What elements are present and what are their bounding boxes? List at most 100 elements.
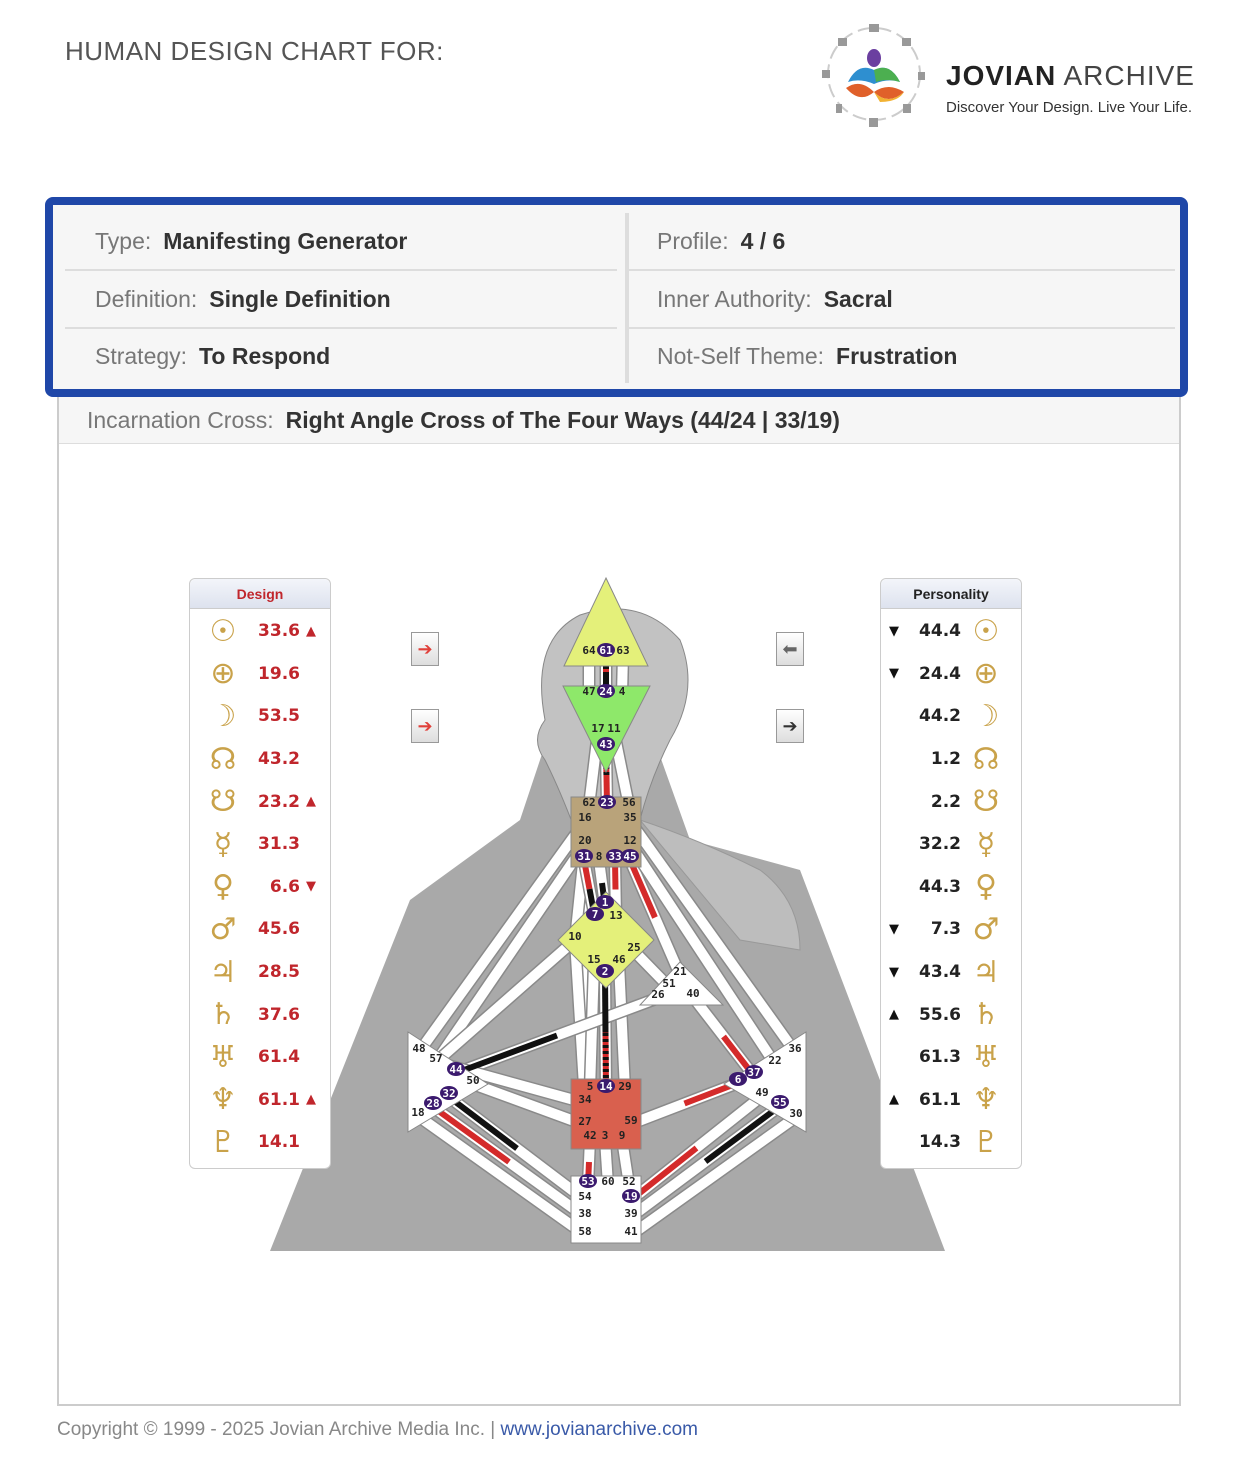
channel-12-22 — [625, 841, 780, 1067]
sun-arrow-icon: ▼ — [889, 623, 899, 639]
brand-bold: JOVIAN — [946, 60, 1057, 91]
page-title: HUMAN DESIGN CHART FOR: — [65, 36, 444, 66]
gate-55[interactable]: 55 — [773, 1096, 786, 1109]
gate-33[interactable]: 33 — [608, 850, 621, 863]
gate-3[interactable]: 3 — [602, 1129, 609, 1142]
gate-35[interactable]: 35 — [623, 811, 636, 824]
gate-63[interactable]: 63 — [616, 644, 629, 657]
gate-8[interactable]: 8 — [596, 850, 603, 863]
gate-61[interactable]: 61 — [599, 644, 613, 657]
design-variable-arrow-icon[interactable]: ➔ — [411, 709, 439, 743]
gate-22[interactable]: 22 — [768, 1054, 781, 1067]
venus-value: 6.6 — [269, 876, 300, 897]
gate-19[interactable]: 19 — [624, 1190, 637, 1203]
gate-64[interactable]: 64 — [582, 644, 596, 657]
south-node-value: 23.2 — [258, 791, 300, 812]
gate-17[interactable]: 17 — [591, 722, 604, 735]
authority-label: Inner Authority: — [657, 285, 812, 312]
gate-50[interactable]: 50 — [466, 1074, 479, 1087]
gate-46[interactable]: 46 — [612, 953, 626, 966]
gate-21[interactable]: 21 — [673, 965, 687, 978]
strategy-row: Strategy:To Respond — [65, 329, 617, 383]
gate-43[interactable]: 43 — [599, 738, 612, 751]
gate-27[interactable]: 27 — [578, 1115, 591, 1128]
profile-value: 4 / 6 — [740, 227, 786, 254]
pluto-icon: ♇ — [209, 1124, 237, 1160]
gate-36[interactable]: 36 — [788, 1042, 802, 1055]
gate-37[interactable]: 37 — [747, 1066, 760, 1079]
gate-14[interactable]: 14 — [599, 1080, 613, 1093]
gate-52[interactable]: 52 — [622, 1175, 635, 1188]
gate-59[interactable]: 59 — [624, 1114, 637, 1127]
gate-58[interactable]: 58 — [578, 1225, 591, 1238]
gate-1[interactable]: 1 — [602, 896, 609, 909]
gate-31[interactable]: 31 — [577, 850, 591, 863]
head-center — [563, 576, 649, 667]
brand-name: JOVIAN ARCHIVE — [946, 60, 1195, 92]
gate-42[interactable]: 42 — [583, 1129, 596, 1142]
heart-center — [638, 961, 725, 1006]
gate-40[interactable]: 40 — [686, 987, 699, 1000]
gate-51[interactable]: 51 — [662, 977, 676, 990]
gate-47[interactable]: 47 — [582, 685, 595, 698]
gate-7[interactable]: 7 — [592, 908, 599, 921]
website-link[interactable]: www.jovianarchive.com — [500, 1419, 698, 1440]
saturn-value: 37.6 — [258, 1004, 300, 1025]
gate-28[interactable]: 28 — [426, 1097, 439, 1110]
gate-49[interactable]: 49 — [755, 1086, 768, 1099]
gate-56[interactable]: 56 — [622, 796, 636, 809]
gate-54[interactable]: 54 — [578, 1190, 592, 1203]
gate-25[interactable]: 25 — [627, 941, 640, 954]
gate-32-active-marker — [440, 1086, 458, 1100]
gate-6-active-marker — [729, 1072, 747, 1086]
gate-45[interactable]: 45 — [623, 850, 636, 863]
gate-39[interactable]: 39 — [624, 1207, 637, 1220]
gate-13[interactable]: 13 — [609, 909, 622, 922]
gate-57[interactable]: 57 — [429, 1052, 442, 1065]
gate-10[interactable]: 10 — [568, 930, 581, 943]
gate-15[interactable]: 15 — [587, 953, 600, 966]
design-row-north-node: ☊43.2 — [190, 738, 330, 781]
design-row-saturn: ♄ 37.6 — [190, 993, 330, 1036]
channel-30-41 — [628, 1112, 799, 1240]
gate-38[interactable]: 38 — [578, 1207, 591, 1220]
design-row-uranus: ♅61.4 — [190, 1036, 330, 1079]
gate-20[interactable]: 20 — [578, 834, 591, 847]
gate-48[interactable]: 48 — [412, 1042, 425, 1055]
gate-11[interactable]: 11 — [607, 722, 621, 735]
gate-53-active-marker — [579, 1174, 597, 1188]
gate-29[interactable]: 29 — [618, 1080, 631, 1093]
notself-label: Not-Self Theme: — [657, 342, 825, 369]
personality-row-earth: ▼24.4⊕ — [881, 653, 1021, 696]
neptune-value: 61.1 — [258, 1089, 300, 1110]
gate-5[interactable]: 5 — [587, 1080, 594, 1093]
gate-37-active-marker — [745, 1065, 763, 1079]
gate-7-active-marker — [586, 907, 604, 921]
design-next-arrow-icon[interactable]: ➔ — [411, 632, 439, 666]
gate-12[interactable]: 12 — [623, 834, 636, 847]
saturn-icon: ♄ — [209, 997, 237, 1033]
gate-32[interactable]: 32 — [442, 1087, 455, 1100]
gate-60[interactable]: 60 — [601, 1175, 614, 1188]
gate-34[interactable]: 34 — [578, 1093, 592, 1106]
personality-left-arrow-icon[interactable]: ⬅ — [776, 632, 804, 666]
gate-26[interactable]: 26 — [651, 988, 665, 1001]
gate-44[interactable]: 44 — [449, 1063, 463, 1076]
gate-9[interactable]: 9 — [619, 1129, 626, 1142]
gate-53[interactable]: 53 — [581, 1175, 594, 1188]
gate-24[interactable]: 24 — [599, 685, 613, 698]
gate-18[interactable]: 18 — [411, 1106, 424, 1119]
gate-4[interactable]: 4 — [619, 685, 626, 698]
earth-value: 19.6 — [258, 663, 300, 684]
personality-right-arrow-icon[interactable]: ➔ — [776, 709, 804, 743]
gate-62[interactable]: 62 — [582, 796, 595, 809]
gate-30[interactable]: 30 — [789, 1107, 802, 1120]
gate-41[interactable]: 41 — [624, 1225, 638, 1238]
channel-35-36 — [625, 818, 800, 1055]
gate-16[interactable]: 16 — [578, 811, 592, 824]
design-row-neptune: ♆61.1▲ — [190, 1079, 330, 1122]
personality-row-north-node: 1.2☊ — [881, 738, 1021, 781]
gate-2[interactable]: 2 — [602, 965, 609, 978]
gate-23[interactable]: 23 — [600, 796, 613, 809]
gate-6[interactable]: 6 — [735, 1073, 742, 1086]
